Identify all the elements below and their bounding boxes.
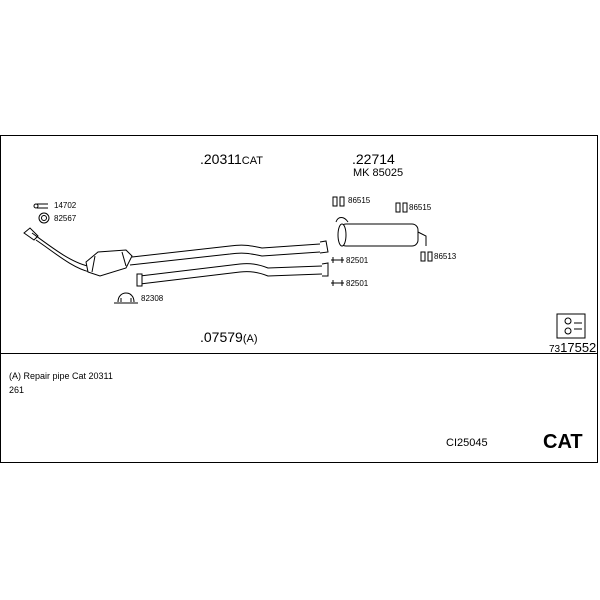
rear-muffler [335, 217, 427, 247]
part-label: 86513 [434, 252, 457, 261]
note-line-2: 261 [9, 385, 25, 395]
clamp-icon [331, 257, 344, 263]
note-line-1: (A) Repair pipe Cat 20311 [9, 371, 113, 381]
u-clamp-icon [114, 292, 138, 304]
hanger-icon [420, 251, 433, 262]
clamp-icon [331, 280, 344, 286]
clamp-icon [33, 203, 48, 209]
rear-pipe-part-number: .07579(A) [200, 329, 258, 345]
front-pipe-cat [23, 227, 329, 277]
cat-part-number: .20311CAT [200, 151, 263, 167]
part-label: 82501 [346, 279, 369, 288]
mounting-kit-icon [556, 313, 586, 339]
rear-pipe [136, 262, 329, 287]
diagram-code: CI25045 [446, 437, 488, 449]
part-label: 86515 [348, 196, 371, 205]
gasket-icon [38, 212, 50, 224]
part-label: 82501 [346, 256, 369, 265]
hanger-icon [332, 196, 345, 207]
notes-divider [0, 353, 598, 354]
diagram-frame [0, 135, 598, 463]
part-label: 86515 [409, 203, 432, 212]
part-label: 14702 [54, 201, 77, 210]
mounting-kit-label: MK 85025 [353, 167, 404, 179]
part-label: 82567 [54, 214, 77, 223]
part-label: 82308 [141, 294, 164, 303]
extra-ref-number: 7317552 [549, 340, 597, 355]
muffler-part-number: .22714 [352, 151, 395, 167]
hanger-icon [395, 202, 408, 213]
category-label: CAT [543, 431, 583, 453]
